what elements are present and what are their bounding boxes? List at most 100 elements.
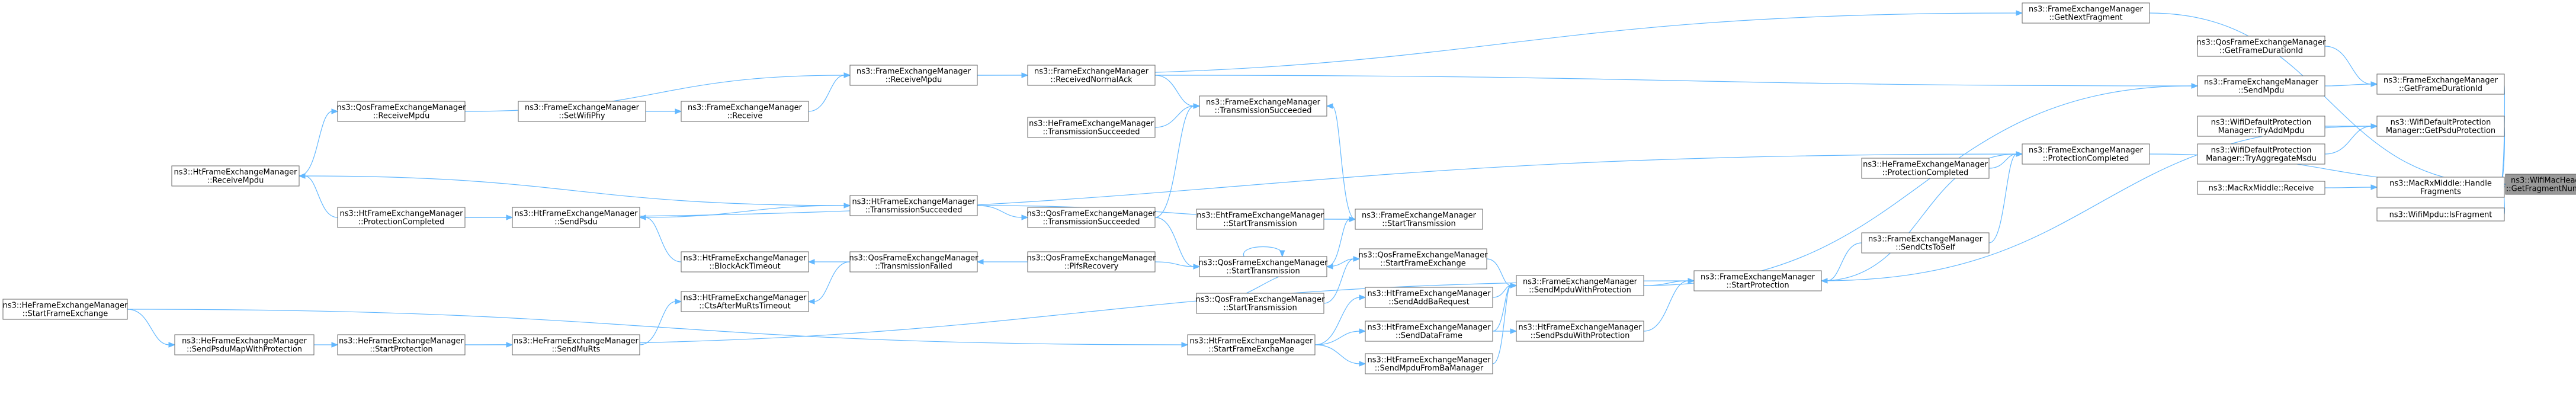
node-label-line: ::SetWifiPhy [559, 112, 605, 121]
node-label-line: ::GetNextFragment [2049, 14, 2122, 23]
node-label-line: ::TransmissionSucceeded [1214, 107, 1311, 116]
edge-n28-n24 [1314, 294, 1366, 345]
edge-n35-n16 [1154, 103, 1201, 218]
edge-n44-n12 [464, 278, 1695, 345]
edge-n39-n38 [807, 259, 850, 265]
node-label-line: ::CtsAfterMuRtsTimeout [699, 302, 790, 311]
graph-node[interactable]: ns3::QosFrameExchangeManager::StartTrans… [1198, 256, 1328, 277]
edge-n2-n1 [2324, 46, 2378, 87]
node-label-line: ns3::FrameExchangeManager [525, 104, 640, 113]
edge-n15-n3 [1154, 75, 2199, 89]
node-label-line: ::ReceiveMpdu [373, 112, 430, 121]
graph-node[interactable]: ns3::QosFrameExchangeManager::StartFrame… [1358, 248, 1488, 270]
node-label-line: ::GetFragmentNumber [2506, 185, 2576, 194]
node-label-line: ns3::QosFrameExchangeManager [849, 254, 979, 263]
node-label-line: ns3::HeFrameExchangeManager [3, 302, 128, 310]
edge-n42-n28 [127, 309, 1189, 348]
node-label-line: ::SendMuRts [552, 345, 601, 354]
graph-node[interactable]: ns3::HtFrameExchangeManager::SendPsduWit… [1516, 321, 1644, 342]
graph-node[interactable]: ns3::HtFrameExchangeManager::ReceiveMpdu [171, 165, 300, 187]
edge-n18-n16 [1326, 103, 1356, 220]
node-label-line: Manager::GetPsduProtection [2386, 127, 2495, 136]
graph-node[interactable]: ns3::QosFrameExchangeManager::Transmissi… [849, 251, 979, 273]
node-label-line: ::StartTransmission [1223, 304, 1297, 313]
graph-node[interactable]: ns3::HtFrameExchangeManager::SendMpduFro… [1365, 353, 1493, 374]
edge-n13-n11 [1988, 151, 2023, 243]
graph-node[interactable]: ns3::HtFrameExchangeManager::SendPsdu [512, 207, 640, 228]
graph-node[interactable]: ns3::QosFrameExchangeManager::ReceiveMpd… [336, 101, 466, 122]
graph-node[interactable]: ns3::HtFrameExchangeManager::ProtectionC… [337, 207, 466, 228]
node-label-line: ns3::WifiMacHeader [2511, 177, 2576, 185]
edge-n28-n27 [1314, 344, 1366, 367]
graph-node[interactable]: ns3::QosFrameExchangeManager::StartTrans… [1195, 293, 1325, 314]
node-label-line: ns3::FrameExchangeManager [1523, 278, 1638, 287]
edge-n6-n4 [2324, 123, 2378, 155]
graph-node[interactable]: ns3::HeFrameExchangeManager::ProtectionC… [1861, 158, 1990, 179]
graph-node[interactable]: ns3::HtFrameExchangeManager::SendAddBaRe… [1365, 287, 1493, 308]
graph-node[interactable]: ns3::EhtFrameExchangeManager::StartTrans… [1196, 209, 1324, 230]
graph-node[interactable]: ns3::WifiDefaultProtectionManager::TryAg… [2197, 143, 2325, 165]
node-label-line: Manager::TryAddMpdu [2218, 127, 2305, 136]
graph-node[interactable]: ns3::HeFrameExchangeManager::Transmissio… [1027, 117, 1156, 138]
node-label-line: ns3::HtFrameExchangeManager [174, 168, 298, 177]
node-label-line: ::ProtectionCompleted [358, 218, 444, 227]
graph-node[interactable]: ns3::FrameExchangeManager::SendMpdu [2197, 75, 2325, 97]
edge-n36-n37 [465, 214, 514, 220]
node-label-line: ns3::HeFrameExchangeManager [1863, 161, 1988, 169]
graph-node[interactable]: ns3::WifiDefaultProtectionManager::GetPs… [2376, 116, 2505, 137]
graph-node[interactable]: ns3::HtFrameExchangeManager::StartFrameE… [1187, 334, 1316, 355]
node-label-line: ::ReceiveMpdu [886, 76, 942, 85]
graph-node[interactable]: ns3::HtFrameExchangeManager::BlockAckTim… [681, 251, 809, 273]
graph-node[interactable]: ns3::HtFrameExchangeManager::SendDataFra… [1365, 321, 1493, 342]
graph-node[interactable]: ns3::FrameExchangeManager::SetWifiPhy [518, 101, 646, 122]
edge-n3-n1 [2324, 81, 2378, 87]
graph-node[interactable]: ns3::HeFrameExchangeManager::StartFrameE… [2, 299, 128, 320]
graph-node[interactable]: ns3::QosFrameExchangeManager::GetFrameDu… [2196, 36, 2326, 57]
graph-node[interactable]: ns3::FrameExchangeManager::StartProtecti… [1693, 270, 1822, 291]
edge-n36-n33 [298, 173, 338, 218]
node-label-line: ::TransmissionFailed [875, 262, 952, 271]
graph-node[interactable]: ns3::HtFrameExchangeManager::Transmissio… [849, 195, 978, 216]
nodes-layer: ns3::WifiMacHeader::GetFragmentNumberns3… [2, 2, 2576, 374]
node-label-line: ns3::EhtFrameExchangeManager [1196, 211, 1324, 220]
node-label-line: ns3::HtFrameExchangeManager [684, 254, 807, 263]
node-label-line: ns3::FrameExchangeManager [856, 68, 971, 76]
node-label-line: ::SendDataFrame [1396, 332, 1462, 341]
graph-node[interactable]: ns3::FrameExchangeManager::ReceiveMpdu [849, 65, 978, 86]
node-label-line: ns3::QosFrameExchangeManager [2196, 39, 2326, 47]
edge-n26-n12 [1643, 278, 1695, 332]
node-label-line: ns3::QosFrameExchangeManager [1198, 259, 1328, 268]
graph-node[interactable]: ns3::WifiMpdu::IsFragment [2376, 207, 2505, 222]
graph-node[interactable]: ns3::FrameExchangeManager::ProtectionCom… [2022, 143, 2150, 165]
graph-node[interactable]: ns3::FrameExchangeManager::SendMpduWithP… [1516, 275, 1644, 296]
graph-node[interactable]: ns3::FrameExchangeManager::GetNextFragme… [2022, 2, 2150, 24]
edge-n13-n12 [1820, 242, 1862, 284]
node-label-line: ns3::HtFrameExchangeManager [1368, 323, 1491, 332]
graph-node[interactable]: ns3::HeFrameExchangeManager::StartProtec… [337, 334, 466, 355]
graph-node[interactable]: ns3::FrameExchangeManager::ReceivedNorma… [1027, 65, 1156, 86]
graph-node[interactable]: ns3::FrameExchangeManager::StartTransmis… [1355, 209, 1483, 230]
node-label-line: ::StartTransmission [1226, 267, 1300, 276]
edges-layer [127, 10, 2507, 367]
edge-n33-n30 [299, 108, 339, 177]
node-label-line: ns3::FrameExchangeManager [2383, 76, 2498, 85]
focus-node[interactable]: ns3::WifiMacHeader::GetFragmentNumber [2505, 174, 2576, 195]
graph-node[interactable]: ns3::HeFrameExchangeManager::SendMuRts [512, 334, 640, 355]
graph-node[interactable]: ns3::HeFrameExchangeManager::SendPsduMap… [174, 334, 315, 355]
graph-node[interactable]: ns3::FrameExchangeManager::Receive [681, 101, 809, 122]
graph-node[interactable]: ns3::FrameExchangeManager::GetFrameDurat… [2376, 73, 2505, 95]
graph-node[interactable]: ns3::HtFrameExchangeManager::CtsAfterMuR… [681, 291, 809, 312]
node-label-line: ns3::FrameExchangeManager [1362, 211, 1477, 220]
graph-node[interactable]: ns3::QosFrameExchangeManager::Transmissi… [1026, 207, 1156, 228]
graph-node[interactable]: ns3::QosFrameExchangeManager::PifsRecove… [1026, 251, 1156, 273]
graph-node[interactable]: ns3::FrameExchangeManager::SendCtsToSelf [1861, 232, 1990, 254]
graph-node[interactable]: ns3::WifiDefaultProtectionManager::TryAd… [2197, 116, 2325, 137]
edge-n17-n16 [1154, 103, 1201, 128]
node-label-line: ns3::HtFrameExchangeManager [1368, 356, 1491, 365]
node-label-line: ::TransmissionSucceeded [1042, 218, 1140, 227]
node-label-line: ::Receive [727, 112, 763, 121]
graph-node[interactable]: ns3::FrameExchangeManager::TransmissionS… [1199, 95, 1327, 117]
node-label-line: ns3::WifiDefaultProtection [2211, 146, 2312, 155]
graph-node[interactable]: ns3::MacRxMiddle::Receive [2197, 181, 2325, 195]
